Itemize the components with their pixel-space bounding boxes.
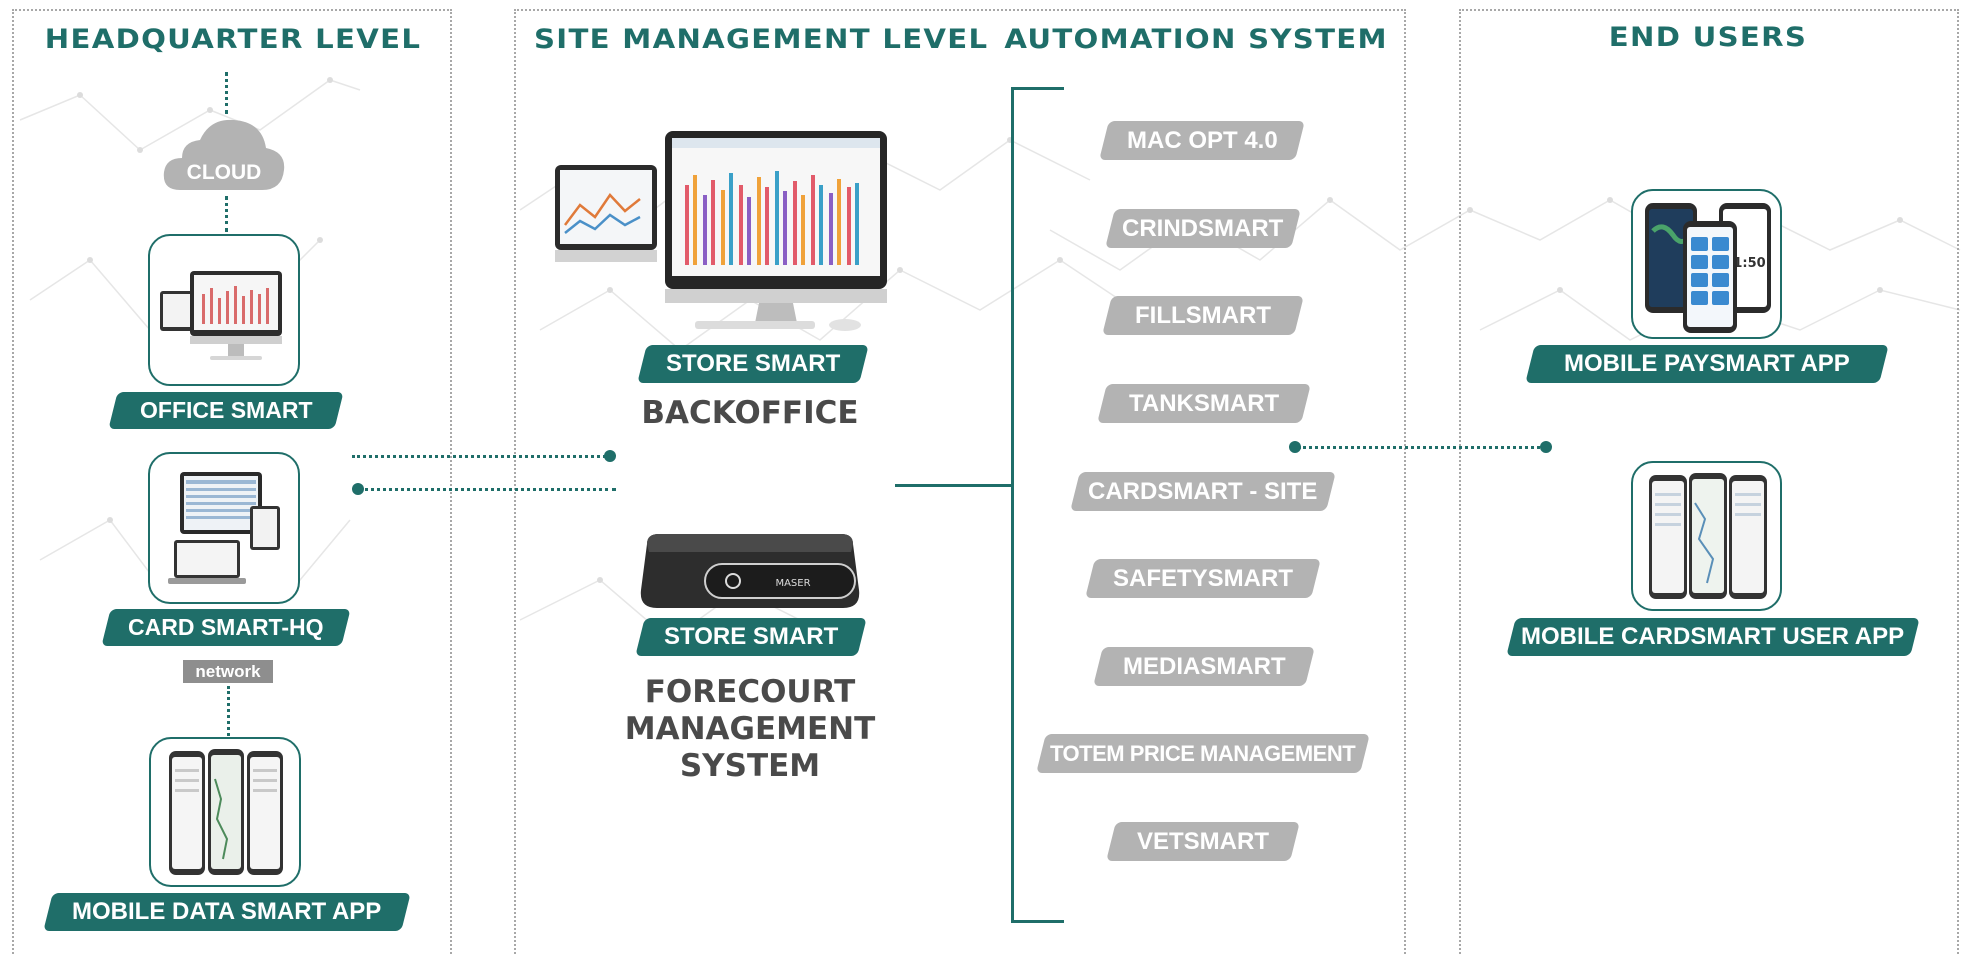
device-brand-text: MASER xyxy=(775,578,810,589)
network-label: network xyxy=(183,660,273,683)
automation-item-tanksmart: TANKSMART xyxy=(1097,384,1311,423)
store-smart-forecourt-tag: STORE SMART xyxy=(635,618,867,656)
connector-dot-end-users xyxy=(1540,441,1552,453)
card-smart-hq-label: CARD SMART-HQ xyxy=(128,614,324,640)
mobile-data-smart-tag: MOBILE DATA SMART APP xyxy=(43,893,411,931)
office-smart-tag: OFFICE SMART xyxy=(108,392,344,429)
automation-item-safetysmart: SAFETYSMART xyxy=(1085,559,1321,598)
mobile-cardsmart-label: MOBILE CARDSMART USER APP xyxy=(1521,623,1905,650)
store-smart-forecourt-label: STORE SMART xyxy=(663,623,839,650)
cardsmart-phones-icon xyxy=(1649,473,1767,599)
mobile-paysmart-tag: MOBILE PAYSMART APP xyxy=(1525,345,1889,383)
end-users-title: END USERS xyxy=(1608,22,1808,53)
card-smart-hq-image-box xyxy=(148,452,300,604)
connector-dot-lower xyxy=(352,483,364,495)
forecourt-title-line-3: SYSTEM xyxy=(679,748,821,784)
laptop-tablet-icon xyxy=(168,472,280,584)
desktop-computers-icon xyxy=(160,271,282,360)
backoffice-computers-image xyxy=(555,131,887,331)
headquarter-level-title: HEADQUARTER LEVEL xyxy=(44,24,422,55)
end-users-column-frame xyxy=(1459,9,1959,954)
cloud-icon xyxy=(163,119,285,190)
network-connector xyxy=(227,686,230,736)
connector-dot-upper xyxy=(604,450,616,462)
automation-bracket-top xyxy=(1011,87,1064,90)
store-smart-backoffice-tag: STORE SMART xyxy=(637,345,869,383)
site-management-level-title: SITE MANAGEMENT LEVEL xyxy=(534,24,989,55)
mobile-data-smart-image-box xyxy=(149,737,301,887)
smartphones-icon xyxy=(169,749,283,875)
cloud-connector-bottom xyxy=(225,196,228,232)
hq-to-site-connector-upper xyxy=(352,455,612,458)
automation-item-mediasmart: MEDIASMART xyxy=(1093,647,1315,686)
automation-item-crindsmart: CRINDSMART xyxy=(1105,209,1301,248)
automation-item-cardsmart-site: CARDSMART - SITE xyxy=(1070,472,1336,511)
backoffice-title: BACKOFFICE xyxy=(641,395,859,431)
headquarter-column-frame xyxy=(12,9,452,954)
automation-item-vetsmart: VETSMART xyxy=(1106,822,1300,861)
card-smart-hq-tag: CARD SMART-HQ xyxy=(101,609,351,646)
cloud-label: CLOUD xyxy=(186,161,262,184)
store-smart-backoffice-label: STORE SMART xyxy=(665,350,841,377)
site-automation-column-frame xyxy=(514,9,1406,954)
automation-bracket-vertical xyxy=(1011,87,1014,923)
mobile-cardsmart-tag: MOBILE CARDSMART USER APP xyxy=(1506,618,1920,656)
forecourt-title-line-2: MANAGEMENT xyxy=(624,711,876,747)
automation-item-totem-price-management: TOTEM PRICE MANAGEMENT xyxy=(1036,734,1370,773)
hq-to-site-connector-lower xyxy=(358,488,616,491)
mobile-paysmart-label: MOBILE PAYSMART APP xyxy=(1564,350,1850,377)
connector-dot-automation xyxy=(1289,441,1301,453)
mobile-paysmart-image-box: 11:50 xyxy=(1631,189,1782,339)
automation-system-title: AUTOMATION SYSTEM xyxy=(1004,24,1388,55)
mobile-cardsmart-image-box xyxy=(1631,461,1782,611)
mobile-data-smart-label: MOBILE DATA SMART APP xyxy=(72,898,382,925)
forecourt-title-line-1: FORECOURT xyxy=(644,674,856,710)
site-to-automation-connector xyxy=(895,484,1013,487)
cloud-connector-top xyxy=(225,72,228,114)
automation-bracket-bottom xyxy=(1011,920,1064,923)
office-smart-label: OFFICE SMART xyxy=(139,397,313,423)
automation-item-fillsmart: FILLSMART xyxy=(1102,296,1304,335)
automation-item-mac-opt: MAC OPT 4.0 xyxy=(1099,121,1305,160)
payment-phones-icon: 11:50 xyxy=(1645,203,1771,333)
automation-to-end-users-connector xyxy=(1298,446,1546,449)
forecourt-controller-device-image: MASER xyxy=(640,534,860,608)
office-smart-image-box xyxy=(148,234,300,386)
